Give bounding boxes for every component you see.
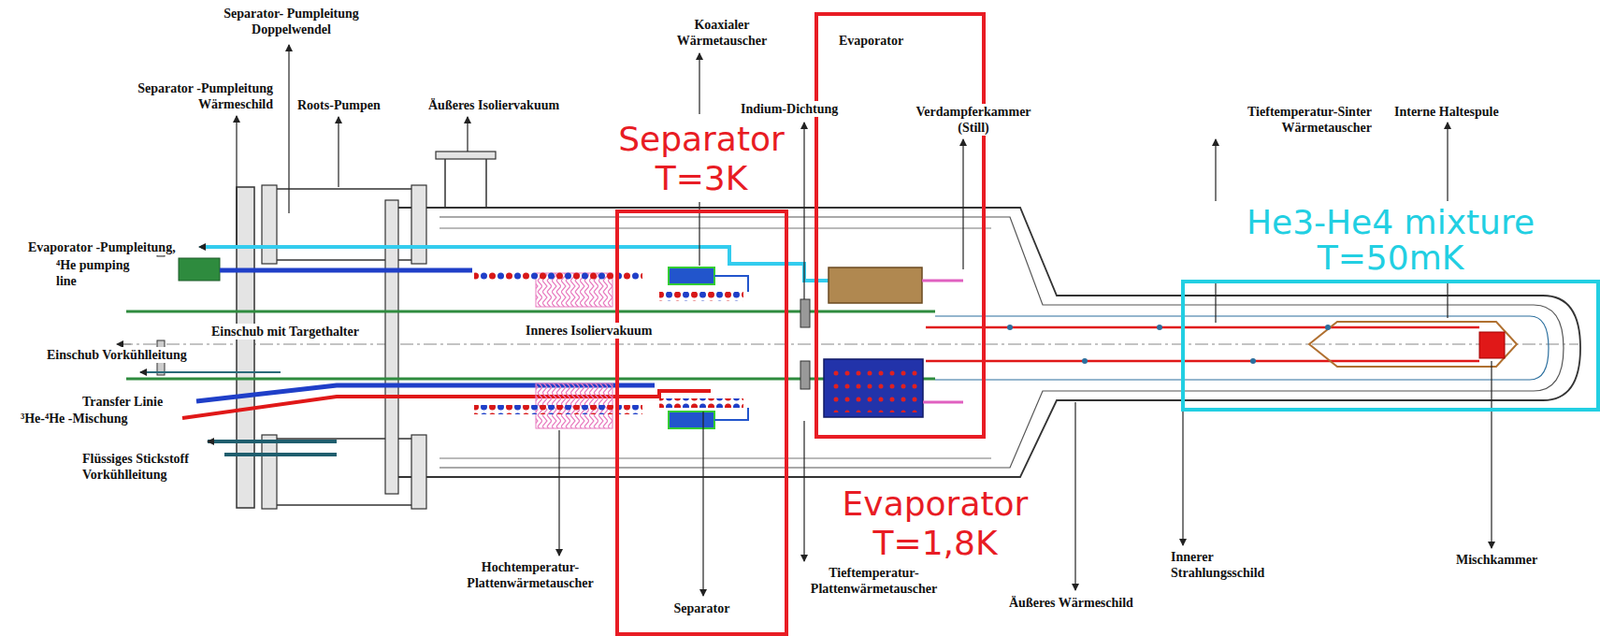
- illustration-path: [337, 116, 339, 188]
- part-label: Evaporator: [838, 32, 904, 49]
- part-label: ⁴He pumping line: [54, 257, 143, 289]
- part-label: Mischkammer: [1454, 551, 1540, 568]
- part-label: Äußeres Isoliervakuum: [426, 97, 562, 114]
- region-title: Evaporator T=1,8K: [818, 484, 1053, 563]
- illustration-rect: [261, 434, 277, 509]
- illustration-path: [288, 44, 289, 214]
- illustration-rect: [659, 291, 744, 302]
- illustration-line: [439, 458, 992, 460]
- illustration-rect: [435, 151, 496, 159]
- illustration-polygon: [1309, 321, 1517, 367]
- illustration-rect: [668, 267, 715, 285]
- illustration-rect: [1479, 331, 1505, 359]
- illustration-path: [466, 116, 468, 152]
- illustration-rect: [659, 398, 744, 408]
- part-label: Transfer Linie: [80, 393, 165, 410]
- part-label: ³He-⁴He -Mischung: [18, 410, 130, 427]
- illustration-path: [199, 245, 211, 248]
- illustration-line: [922, 401, 964, 404]
- illustration-rect: [800, 299, 810, 328]
- illustration-path: [116, 344, 131, 346]
- illustration-path: [925, 360, 1480, 363]
- part-label: Separator: [615, 600, 789, 617]
- illustration-path: [219, 268, 473, 274]
- part-label: Hochtemperatur- Plattenwärmetauscher: [448, 559, 612, 591]
- illustration-path: [702, 411, 704, 596]
- part-label: Roots-Pumpen: [295, 97, 383, 114]
- illustration-rect: [800, 360, 810, 390]
- part-label: Äußeres Wärmeschild: [1007, 594, 1136, 611]
- illustration-line: [439, 228, 992, 230]
- region-box: He3-He4 mixture T=50mK: [1181, 279, 1600, 412]
- illustration-circle: [1007, 324, 1013, 331]
- illustration-line: [119, 344, 1579, 346]
- region-title: Separator T=3K: [589, 119, 814, 199]
- illustration-rect: [411, 185, 427, 264]
- illustration-line: [922, 279, 964, 283]
- illustration-path: [714, 275, 749, 292]
- illustration-path: [714, 407, 749, 420]
- illustration-circle: [1156, 324, 1163, 331]
- illustration-rect: [828, 363, 919, 413]
- part-label: Indium-Dichtung: [738, 100, 840, 117]
- illustration-circle: [1325, 324, 1331, 331]
- illustration-path: [235, 115, 237, 246]
- illustration-path: [698, 53, 700, 115]
- illustration-path: [1074, 402, 1076, 591]
- illustration-rect: [828, 267, 923, 303]
- illustration-rect: [668, 411, 715, 429]
- illustration-path: [182, 390, 711, 419]
- illustration-circle: [1081, 358, 1088, 364]
- part-label: Separator -Pumpleitung Wärmeschild: [102, 80, 275, 113]
- illustration-path: [803, 122, 805, 300]
- illustration-circle: [1250, 358, 1256, 364]
- illustration-path: [1214, 282, 1216, 323]
- part-label: Koaxialer Wärmetauscher: [668, 16, 776, 49]
- region-box: Separator T=3KSeparator: [615, 209, 789, 636]
- part-label: Einschub mit Targethalter: [209, 323, 361, 340]
- part-label: Interne Haltespule: [1392, 103, 1501, 120]
- illustration-rect: [385, 200, 399, 494]
- illustration-rect: [261, 185, 277, 264]
- illustration-path: [207, 439, 337, 444]
- part-label: Tieftemperatur-Sinter Wärmetauscher: [1187, 103, 1374, 136]
- part-label: Einschub Vorkühlleitung: [44, 346, 189, 363]
- part-label: Verdampferkammer (Still): [901, 103, 1046, 136]
- illustration-path: [558, 430, 560, 556]
- illustration-g: [236, 44, 1492, 596]
- illustration-path: [140, 371, 281, 374]
- illustration-rect: [445, 157, 487, 208]
- part-label: Evaporator -Pumpleitung,: [26, 239, 178, 256]
- illustration-rect: [236, 187, 255, 508]
- region-title: He3-He4 mixture T=50mK: [1194, 204, 1587, 276]
- illustration-path: [1446, 122, 1448, 202]
- illustration-path: [935, 316, 1549, 380]
- illustration-path: [803, 420, 805, 562]
- illustration-path: [962, 139, 964, 270]
- illustration-path: [1490, 360, 1492, 548]
- part-label: Tieftemperatur- Plattenwärmetauscher: [794, 564, 953, 597]
- illustration-rect: [178, 258, 220, 281]
- illustration-path: [207, 452, 337, 457]
- illustration-rect: [823, 359, 923, 418]
- illustration-path: [1214, 139, 1216, 202]
- region-box: EvaporatorEvaporator T=1,8K: [814, 12, 986, 439]
- part-label: Inneres Isoliervakuum: [523, 322, 654, 339]
- part-label: Separator- Pumpleitung Doppelwendel: [207, 5, 375, 38]
- illustration-path: [1446, 282, 1448, 318]
- part-label: Innerer Strahlungsschild: [1168, 548, 1295, 581]
- part-label: Flüssiges Stickstoff Vorkühlleitung: [80, 450, 225, 483]
- illustration-rect: [411, 434, 427, 509]
